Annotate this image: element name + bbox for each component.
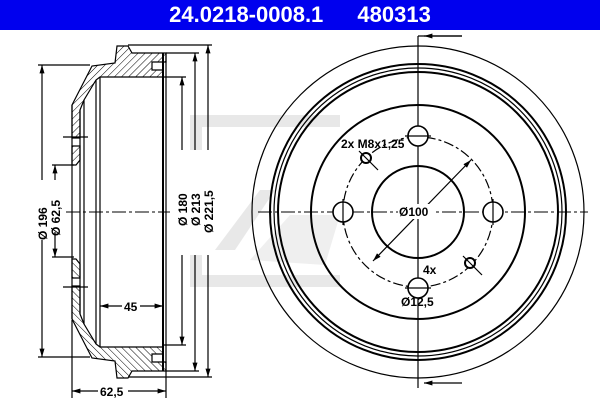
section-profile-top (71, 45, 167, 166)
front-view: Ø100 2x M8x1,25 4x Ø12,5 (251, 33, 588, 388)
dim-drum-inner: Ø 180 (176, 193, 190, 226)
dim-depth-inner: 45 (124, 300, 138, 314)
dim-flange-outer: Ø 221,5 (202, 190, 216, 233)
part-number: 24.0218-0008.1 (169, 2, 324, 27)
hole-diameter: Ø12,5 (401, 295, 434, 309)
dim-height-total: 62,5 (100, 385, 124, 399)
dim-outer-back: Ø 196 (36, 207, 50, 240)
hole-count: 4x (423, 263, 437, 277)
bolt-circle-label: Ø100 (399, 205, 429, 219)
dim-hub-bore: Ø 62,5 (49, 200, 63, 236)
title-bar: 24.0218-0008.1 480313 (0, 0, 600, 30)
thread-note: 2x M8x1,25 (341, 137, 405, 151)
section-view: Ø 196 Ø 62,5 Ø 180 Ø 213 Ø 221,5 45 (33, 44, 216, 399)
wheel-stud-holes (332, 125, 504, 299)
dim-flange-inner: Ø 213 (189, 193, 203, 226)
reference-number: 480313 (357, 2, 431, 27)
